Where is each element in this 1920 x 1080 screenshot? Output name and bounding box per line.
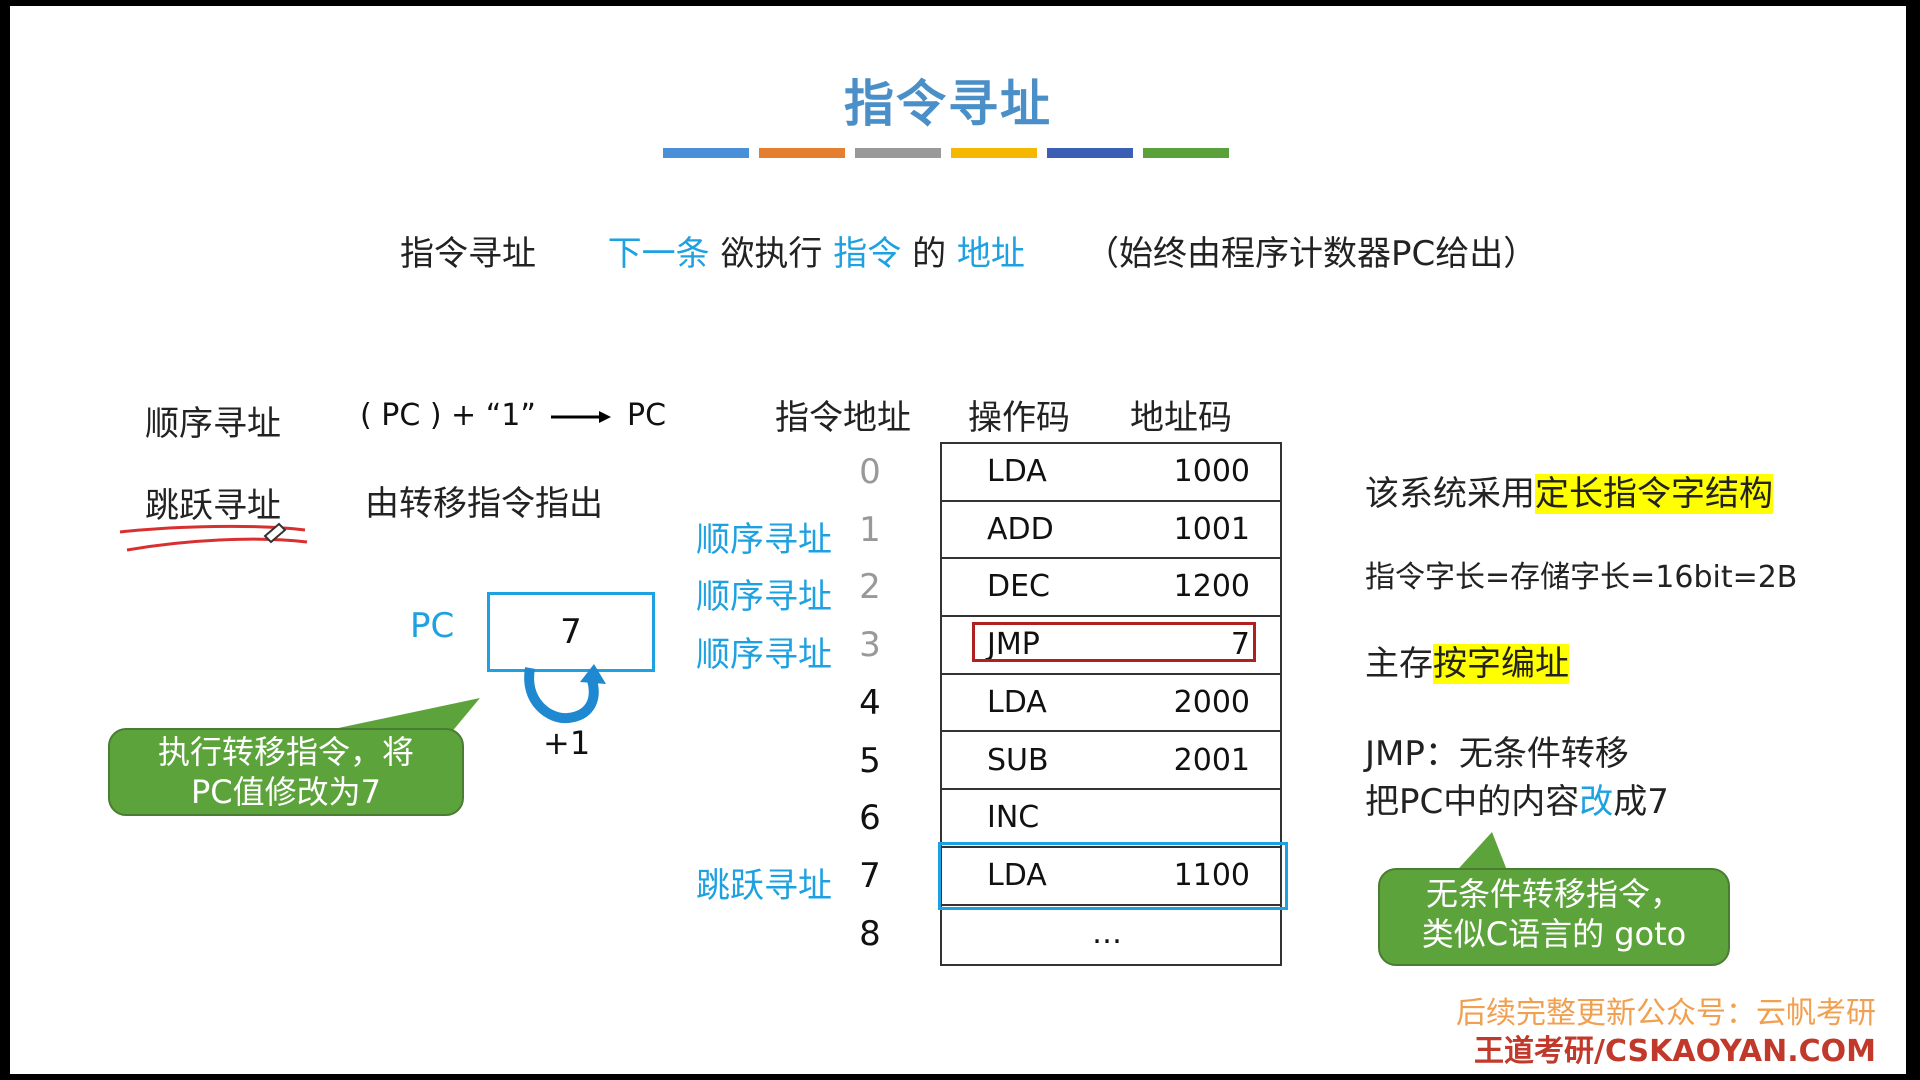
note-change-pc: 把PC中的内容改成7	[1365, 774, 1669, 823]
sequential-formula: ( PC ) + “1” PC	[360, 398, 666, 433]
row-opcode: LDA	[987, 857, 1047, 893]
table-row: ADD 1001	[942, 502, 1280, 560]
instruction-table	[940, 442, 1282, 966]
jump-desc: 由转移指令指出	[365, 484, 603, 524]
callout-left-line1: 执行转移指令，将	[157, 733, 414, 771]
sequential-label: 顺序寻址	[145, 404, 281, 444]
loop-arrow-icon	[524, 664, 606, 724]
row-index: 0	[859, 452, 881, 492]
header-address: 指令地址	[775, 398, 911, 438]
note1-prefix: 该系统采用	[1365, 474, 1535, 514]
definition-line: 指令寻址 下一条 欲执行 指令 的 地址	[400, 226, 1025, 275]
definition-address: 地址	[956, 234, 1025, 274]
note-addressing: 主存按字编址	[1365, 636, 1569, 685]
note-word-length: 指令字长=存储字长=16bit=2B	[1365, 560, 1798, 595]
table-row: …	[942, 906, 1280, 962]
row-address-code: 1000	[1173, 454, 1250, 489]
row-index: 3	[859, 625, 881, 666]
row-address-code: 7	[1230, 627, 1250, 663]
jmp-highlight-box	[972, 622, 1256, 662]
pc-register: 7	[487, 592, 655, 672]
definition-note: （始终由程序计数器PC给出）	[1085, 234, 1538, 274]
footer-brand: 王道考研/CSKAOYAN.COM	[1474, 1034, 1876, 1069]
callout-right-pointer	[1450, 832, 1510, 878]
row-opcode: JMP	[987, 627, 1040, 663]
row-address-code: 1001	[1173, 511, 1250, 547]
title-color-bar	[759, 148, 845, 158]
page-title: 指令寻址	[844, 75, 1052, 133]
row-address-code: 2001	[1173, 742, 1250, 778]
row-index: 7	[859, 855, 881, 896]
table-row: INC	[942, 790, 1280, 848]
formula-text: ( PC ) + “1”	[360, 398, 536, 433]
table-row: JMP 7	[942, 617, 1280, 675]
row-index: 6	[859, 798, 881, 839]
footer-promo: 后续完整更新公众号：云帆考研	[1456, 996, 1876, 1031]
callout-right-line2: 类似C语言的 goto	[1421, 915, 1687, 953]
row-index: 5	[859, 740, 881, 781]
row-opcode: …	[1092, 915, 1122, 951]
header-opcode: 操作码	[968, 398, 1070, 438]
callout-left-line2: PC值修改为7	[190, 773, 381, 811]
pencil-icon	[263, 522, 287, 544]
row-addressing-mode: 顺序寻址	[696, 577, 832, 618]
definition-of: 的	[912, 234, 947, 274]
note3-prefix: 主存	[1365, 644, 1433, 684]
note-fixed-length: 该系统采用定长指令字结构	[1365, 466, 1773, 515]
row-opcode: LDA	[987, 684, 1047, 720]
pc-increment: +1	[543, 724, 591, 762]
handwritten-underline	[119, 522, 308, 552]
callout-right-line1: 无条件转移指令，	[1425, 875, 1682, 913]
row-opcode: LDA	[987, 454, 1047, 489]
row-address-code: 2000	[1173, 684, 1250, 720]
definition-instruction: 指令	[833, 234, 902, 274]
row-index: 1	[859, 509, 881, 550]
note5-prefix: 把PC中的内容	[1365, 782, 1580, 822]
target-highlight-box	[938, 842, 1288, 910]
row-opcode: ADD	[987, 511, 1054, 547]
table-row: SUB 2001	[942, 733, 1280, 791]
title-color-bar	[1047, 148, 1133, 158]
note3-highlight: 按字编址	[1433, 644, 1569, 684]
row-addressing-mode: 跳跃寻址	[696, 865, 832, 906]
callout-left: 执行转移指令，将 PC值修改为7	[108, 728, 464, 816]
callout-left-pointer	[310, 698, 480, 734]
callout-right: 无条件转移指令， 类似C语言的 goto	[1378, 868, 1730, 966]
table-row: LDA 1100	[942, 848, 1280, 906]
row-addressing-mode: 顺序寻址	[696, 635, 832, 676]
definition-next: 下一条	[607, 234, 710, 274]
jump-label: 跳跃寻址	[145, 486, 281, 526]
row-addressing-mode: 顺序寻址	[696, 519, 832, 560]
title-color-bar	[663, 148, 749, 158]
pc-label: PC	[410, 606, 455, 646]
note5-suffix: 成7	[1613, 782, 1669, 822]
header-operand: 地址码	[1130, 398, 1232, 438]
definition-execute: 欲执行	[720, 234, 823, 274]
note-jmp: JMP：无条件转移	[1365, 734, 1629, 774]
arrow-right-icon	[551, 410, 612, 423]
table-row: DEC 1200	[942, 559, 1280, 618]
note1-highlight: 定长指令字结构	[1535, 474, 1773, 514]
row-index: 8	[859, 913, 881, 954]
definition-term: 指令寻址	[400, 234, 536, 274]
row-index: 4	[859, 682, 881, 723]
table-row: LDA 1000	[942, 444, 1280, 502]
table-row: LDA 2000	[942, 675, 1280, 733]
title-color-bar	[1143, 148, 1229, 158]
row-opcode: INC	[987, 800, 1040, 836]
row-address-code: 1200	[1173, 569, 1250, 605]
formula-target: PC	[627, 398, 667, 433]
slide: 指令寻址 指令寻址 下一条 欲执行 指令 的 地址 （始终由程序计数器PC给出）…	[10, 6, 1906, 1074]
title-color-bar	[951, 148, 1037, 158]
row-address-code: 1100	[1173, 857, 1250, 893]
row-index: 2	[859, 567, 881, 608]
note5-blue: 改	[1579, 782, 1614, 822]
title-color-bar	[855, 148, 941, 158]
row-opcode: SUB	[987, 742, 1049, 778]
row-opcode: DEC	[987, 569, 1051, 605]
